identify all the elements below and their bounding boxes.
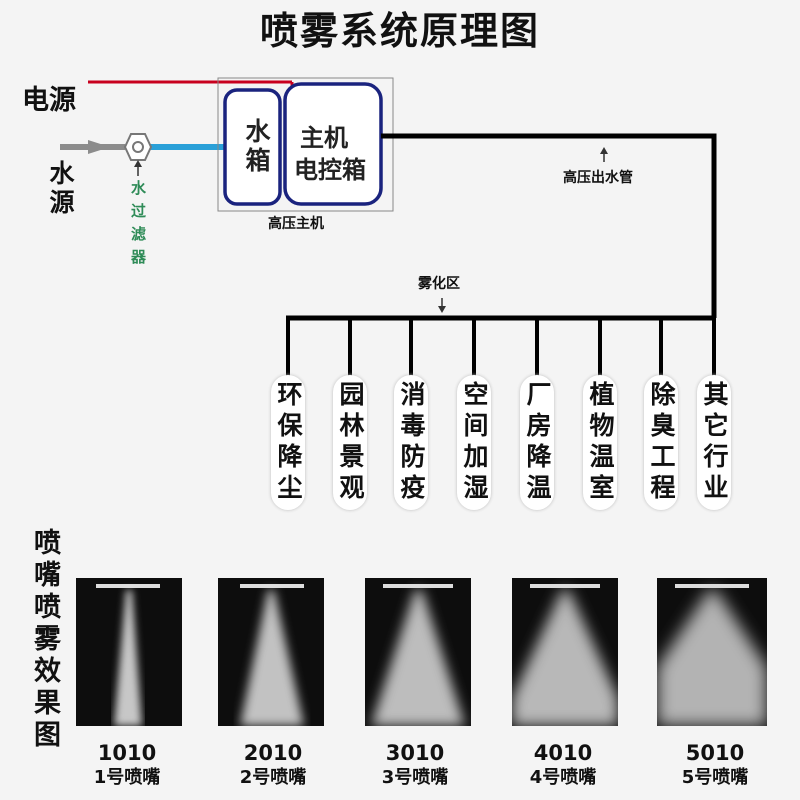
power-label: 电源 (22, 85, 76, 116)
tank-box (223, 88, 282, 206)
host-label: 高压主机 (268, 216, 324, 232)
water-source-label: 水源 (46, 160, 75, 218)
controller-box (283, 82, 383, 206)
system-diagram (60, 77, 717, 378)
filter-core (132, 141, 144, 153)
effect-title: 喷嘴喷雾效果图 (29, 528, 60, 752)
inlet-connector (88, 140, 110, 154)
nozzle-spray-image (218, 578, 324, 726)
filter-label: 水过滤器 (129, 180, 147, 272)
application-item: 空间加湿 (457, 375, 491, 510)
filter-icon (123, 133, 153, 161)
controller-label-line2: 电控箱 (294, 156, 366, 184)
nozzle-spray-image (365, 578, 471, 726)
application-item: 消毒防疫 (394, 375, 428, 510)
application-item: 厂房降温 (520, 375, 554, 510)
page-title: 喷雾系统原理图 (259, 9, 540, 53)
nozzle-spray-image (76, 578, 182, 726)
application-item: 除臭工程 (644, 375, 678, 510)
application-item: 环保降尘 (271, 375, 305, 510)
pipe-label: 高压出水管 (563, 170, 633, 186)
host-box (217, 77, 394, 212)
tank-label: 水箱 (242, 118, 271, 176)
nozzle-spray-image (512, 578, 618, 726)
application-item: 园林景观 (333, 375, 367, 510)
high-pressure-pipe (381, 133, 717, 318)
controller-label-line1: 主机 (300, 124, 348, 152)
zone-label: 雾化区 (418, 276, 460, 292)
nozzle-spray-image (657, 578, 767, 726)
application-item: 其它行业 (697, 375, 731, 510)
application-item: 植物温室 (583, 375, 617, 510)
